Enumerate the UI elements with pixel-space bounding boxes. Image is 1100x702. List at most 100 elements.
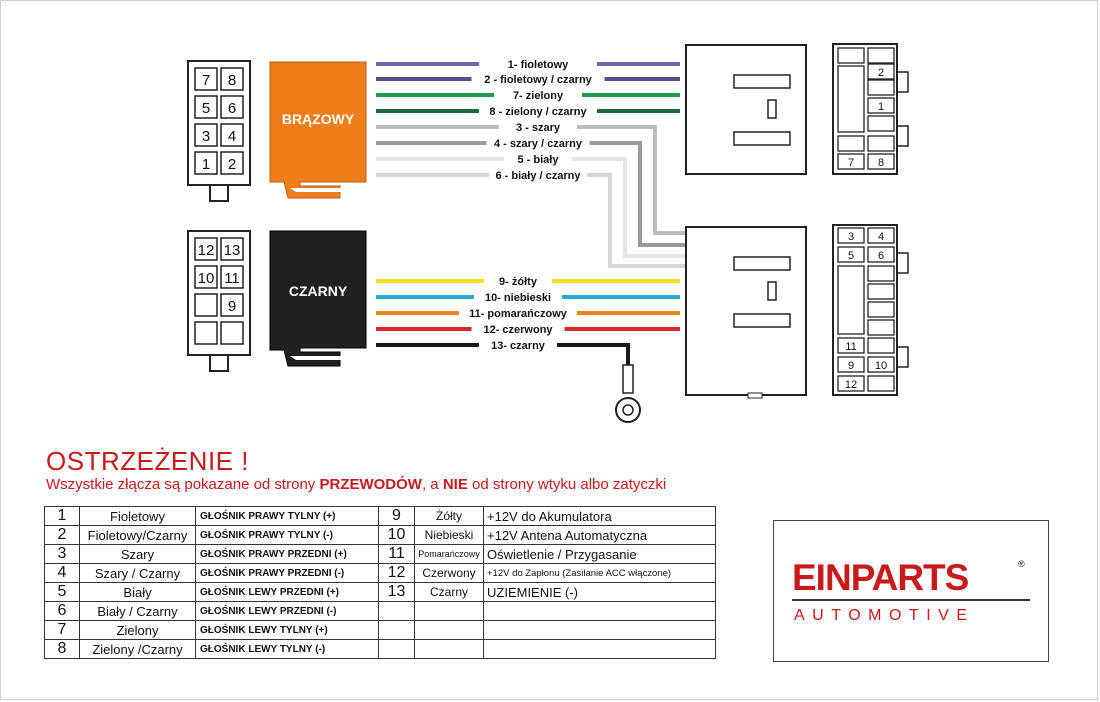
pin-function-cell: GŁOŚNIK PRAWY PRZEDNI (+) [195,544,379,564]
pin-function-cell: GŁOŚNIK LEWY TYLNY (+) [195,620,379,640]
pin-number: 7 [202,72,210,89]
wire-color-cell: Fioletowy [79,506,196,526]
brown-plug-notch [290,188,364,192]
pin-number: 7 [848,157,854,169]
connector-latch [897,125,909,147]
pin-number: 2 [878,67,884,79]
wire-label-bg [479,338,557,352]
pin-number-cell: 3 [44,544,80,564]
pin-function-cell [483,620,716,640]
wire-color-cell [414,639,484,659]
pin-number-cell: 9 [378,506,415,526]
logo-parts: PARTS [850,557,970,598]
pin-number-cell: 12 [378,563,415,583]
brown-plug-label: BRĄZOWY [282,111,355,127]
pin-cell [867,153,895,170]
pin-blank-slot [837,265,865,335]
wire-label-bottom-4: 12- czerwony [483,324,553,336]
pin-number: 4 [228,128,236,145]
pin-number: 3 [848,231,854,243]
pin-number: 2 [228,156,236,173]
pin-cell [194,237,218,261]
wire-color-cell: Szary [79,544,196,564]
wire-color-cell: Biały [79,582,196,602]
bottom-tab [747,392,763,399]
pin-cell [867,79,895,96]
pin-cell [194,123,218,147]
pin-number: 13 [224,242,241,259]
wire-color-cell: Pomarańczowy [414,544,484,564]
pin-number: 1 [878,101,884,113]
logo-subtitle: AUTOMOTIVE [794,607,975,624]
wire-label-top-7: 5 - biały [518,154,560,166]
warning-title: OSTRZEŻENIE ! [46,446,249,476]
wire-label-bottom-1: 9- żółty [499,276,538,288]
pin-number-cell: 2 [44,525,80,545]
pin-cell [837,153,865,170]
pin-cell [867,356,895,373]
wire-label-bg [486,136,590,150]
pin-cell [194,265,218,289]
pin-function-cell: GŁOŚNIK LEWY TYLNY (-) [195,639,379,659]
pin-function-cell: +12V do Akumulatora [483,506,716,526]
warning-text-part-1: Wszystkie złącza są pokazane od strony [46,476,320,493]
wire-color-cell: Żółty [414,506,484,526]
pin-number: 1 [202,156,210,173]
pin-cell [837,375,865,392]
blade-slot [733,131,791,146]
wire-color-cell: Szary / Czarny [79,563,196,583]
wire-label-bg [479,104,597,118]
pin-cell [867,337,895,354]
pin-cell [837,337,865,354]
ring-terminal-crimp [622,364,634,394]
wire-bottom-5 [376,343,630,370]
pin-number-cell: 7 [44,620,80,640]
pin-number: 3 [202,128,210,145]
pin-number-cell: 1 [44,506,80,526]
blade-slot [767,99,777,119]
wire-label-bg [499,120,577,134]
wire-label-bg [484,274,552,288]
pin-number: 4 [878,231,884,243]
pin-number-cell [378,620,415,640]
wire-color-cell: Czarny [414,582,484,602]
pin-cell [220,321,244,345]
logo-divider [792,599,1030,601]
pin-cell [867,63,895,80]
ring-terminal-hole [622,404,634,416]
wire-label-bg [504,152,572,166]
wire-color-cell: Zielony [79,620,196,640]
pin-cell [837,227,865,244]
wire-label-bottom-5: 13- czarny [491,340,546,352]
pin-number: 9 [848,360,854,372]
pin-number: 5 [848,250,854,262]
pin-number-cell: 4 [44,563,80,583]
pin-function-cell: GŁOŚNIK LEWY PRZEDNI (-) [195,601,379,621]
wire-label-bg [474,290,562,304]
pin-number-cell [378,601,415,621]
pin-number: 11 [845,341,856,353]
pin-number: 12 [198,242,215,259]
warning-text-part-3: od strony wtyku albo zatyczki [467,476,667,493]
logo-ein: EIN [792,557,852,598]
blade-slot [733,74,791,89]
black-plug-label: CZARNY [289,283,348,299]
registered-mark: ® [1018,559,1025,569]
pin-number-cell: 5 [44,582,80,602]
pin-number-cell: 6 [44,601,80,621]
pin-cell [867,135,895,152]
pin-cell [194,95,218,119]
pin-cell [837,135,865,152]
wire-color-cell: Czerwony [414,563,484,583]
right-connector-body-bottom [685,226,807,396]
wire-label-bg [471,322,565,336]
pin-cell [220,237,244,261]
